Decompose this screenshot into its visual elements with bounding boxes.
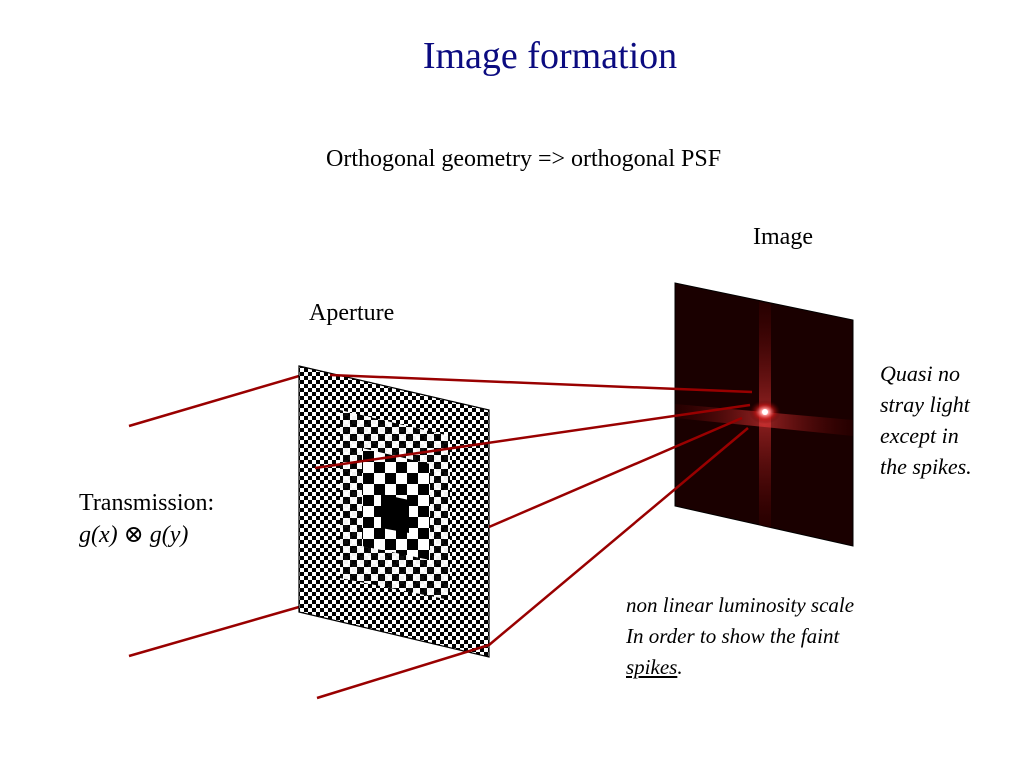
slide-title: Image formation (422, 35, 678, 77)
luminosity-line: In order to show the faint (626, 624, 840, 648)
psf-peak (762, 409, 768, 415)
stray-light-note: Quasi no stray light except in the spike… (880, 358, 972, 482)
ray-1 (329, 373, 753, 394)
incoming-ray-lower (128, 605, 300, 658)
incoming-rays (128, 374, 300, 658)
spikes-word: spikes (626, 655, 678, 679)
aperture-label: Aperture (309, 300, 395, 326)
ray-2 (314, 403, 751, 470)
stray-light-line: except in (880, 423, 959, 448)
image-label: Image (753, 224, 813, 250)
stray-light-line: Quasi no (880, 361, 961, 386)
transmission-label: Transmission: (79, 490, 215, 516)
slide-subtitle: Orthogonal geometry => orthogonal PSF (326, 146, 722, 172)
aperture-center-square (381, 494, 409, 533)
stray-light-line: stray light (880, 392, 970, 417)
incoming-ray-upper (128, 374, 300, 428)
aperture-plane (298, 365, 490, 658)
stray-light-line: the spikes. (880, 454, 972, 479)
ray-4-lower (316, 643, 490, 700)
transmission-text: Transmission: g(x) ⊗ g(y) (79, 487, 214, 551)
ray-3 (488, 416, 743, 529)
image-plane (674, 282, 854, 547)
luminosity-note: non linear luminosity scale In order to … (626, 590, 854, 683)
luminosity-line: spikes. (626, 652, 854, 683)
outgoing-rays (314, 373, 753, 700)
transmission-formula: g(x) ⊗ g(y) (79, 522, 189, 548)
luminosity-line: non linear luminosity scale (626, 593, 855, 617)
ray-4-upper (488, 427, 749, 646)
luminosity-tail: . (677, 655, 683, 679)
